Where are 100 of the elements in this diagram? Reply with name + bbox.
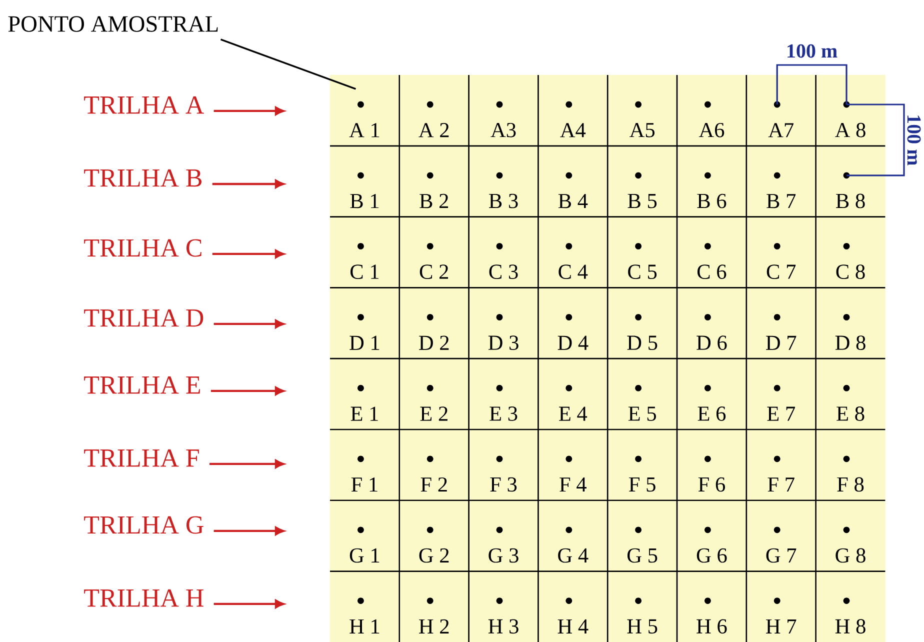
grid-cell: B 8 — [816, 146, 886, 218]
node-label: G 4 — [558, 548, 588, 563]
dimension-label: 100 m — [907, 116, 921, 166]
grid-cell: C 1 — [330, 216, 400, 288]
grid-cell: G 8 — [816, 500, 886, 572]
grid-cell: E 4 — [538, 358, 608, 430]
grid-cell: E 3 — [468, 358, 538, 430]
node-label: H 2 — [419, 619, 449, 634]
node-label: B 3 — [489, 194, 518, 208]
arrow — [214, 106, 284, 116]
grid-cell: B 4 — [538, 146, 608, 218]
node-label: F 7 — [768, 478, 794, 492]
grid-cell: F 2 — [399, 429, 469, 501]
trail-label: TRILHA F — [84, 449, 199, 467]
dimension-label: 100 m — [788, 44, 838, 58]
grid-cell: A 2 — [399, 74, 469, 146]
grid-cell: B 6 — [676, 146, 747, 218]
trail-label: TRILHA C — [84, 239, 202, 257]
grid-cell: A6 — [676, 74, 747, 146]
grid-cell: E 1 — [330, 358, 400, 430]
grid-cell: D 1 — [330, 288, 400, 359]
grid-cell: H 1 — [330, 571, 400, 642]
grid-cell: E 5 — [607, 358, 678, 430]
node-label: D 4 — [558, 336, 588, 350]
node-label: G 2 — [419, 548, 449, 563]
grid-cell: A 1 — [330, 74, 400, 146]
node-label: B 7 — [766, 194, 796, 208]
grid-cell: C 4 — [538, 216, 608, 288]
grid-cell: B 2 — [399, 146, 469, 218]
node-label: C 8 — [836, 264, 865, 279]
grid-cell: H 6 — [676, 571, 747, 642]
trail-label: TRILHA A — [84, 96, 204, 114]
grid-cell: B 7 — [746, 146, 816, 218]
grid-cell: H 7 — [746, 571, 816, 642]
grid-cell: F 7 — [746, 429, 816, 501]
grid-cell: A5 — [607, 74, 678, 146]
grid-cell: H 4 — [538, 571, 608, 642]
trail-label: TRILHA E — [84, 376, 200, 394]
grid-cell: H 5 — [607, 571, 678, 642]
grid-cell: H 2 — [399, 571, 469, 642]
node-label: E 4 — [558, 406, 588, 421]
node-label: B 2 — [420, 194, 448, 208]
grid-cell: A3 — [468, 74, 538, 146]
node-label: G 3 — [488, 548, 518, 563]
node-label: D 5 — [627, 336, 658, 350]
grid-cell: F 3 — [468, 429, 538, 501]
node-label: D 6 — [696, 336, 727, 350]
grid-cell: B 3 — [468, 146, 538, 218]
arrow — [212, 180, 284, 188]
grid-cell: B 1 — [330, 146, 400, 218]
grid-cell: C 6 — [676, 216, 747, 288]
grid-cell: F 4 — [538, 429, 608, 501]
grid-cell: G 7 — [746, 500, 816, 572]
node-label: F 4 — [560, 478, 586, 492]
node-label: D 3 — [488, 336, 518, 350]
grid-cell: F 1 — [330, 429, 400, 501]
grid-cell: C 3 — [468, 216, 538, 288]
grid-cell: D 7 — [746, 288, 816, 359]
grid-cell: D 2 — [399, 288, 469, 359]
node-label: G 6 — [696, 548, 727, 563]
grid-cell: G 3 — [468, 500, 538, 572]
node-label: B 6 — [697, 194, 726, 208]
grid-cell: F 5 — [607, 429, 678, 501]
node-label: C 4 — [558, 264, 588, 279]
arrow — [214, 600, 284, 608]
point-label: PONTO AMOSTRAL — [8, 16, 218, 32]
node-label: F 3 — [490, 477, 517, 492]
node-label: E 7 — [767, 406, 796, 421]
node-label: F 5 — [628, 477, 656, 492]
grid-cell: G 6 — [676, 500, 747, 572]
node-label: G 8 — [836, 548, 866, 563]
node-label: C 7 — [766, 264, 796, 279]
arrow — [210, 386, 284, 396]
grid-cell: D 6 — [676, 288, 747, 359]
grid-cell: A 8 — [816, 74, 886, 146]
trail-label: TRILHA H — [84, 589, 204, 607]
grid-cell: C 7 — [746, 216, 816, 288]
arrow — [212, 250, 284, 258]
arrow — [214, 526, 284, 536]
grid-cell: C 5 — [607, 216, 678, 288]
node-label: E 2 — [420, 406, 448, 421]
node-label: H 4 — [558, 619, 588, 634]
grid-cell: D 4 — [538, 288, 608, 359]
grid-cell: F 6 — [676, 429, 747, 501]
node-label: F 2 — [420, 477, 447, 492]
arrow — [214, 320, 284, 328]
node-label: D 2 — [419, 336, 449, 350]
grid-cell: G 1 — [330, 500, 400, 572]
trail-label: TRILHA G — [84, 516, 204, 534]
grid-cell: G 2 — [399, 500, 469, 572]
arrow — [209, 460, 284, 468]
grid-cell: B 5 — [607, 146, 678, 218]
grid-cell: C 8 — [816, 216, 886, 288]
grid-cell: A4 — [538, 74, 608, 146]
node-label: H 7 — [766, 619, 796, 634]
grid-cell: E 8 — [816, 358, 886, 430]
grid-cell: A7 — [746, 74, 816, 146]
grid-cell: F 8 — [816, 429, 886, 501]
node-label: C 2 — [420, 264, 448, 279]
grid-cell: H 8 — [816, 571, 886, 642]
